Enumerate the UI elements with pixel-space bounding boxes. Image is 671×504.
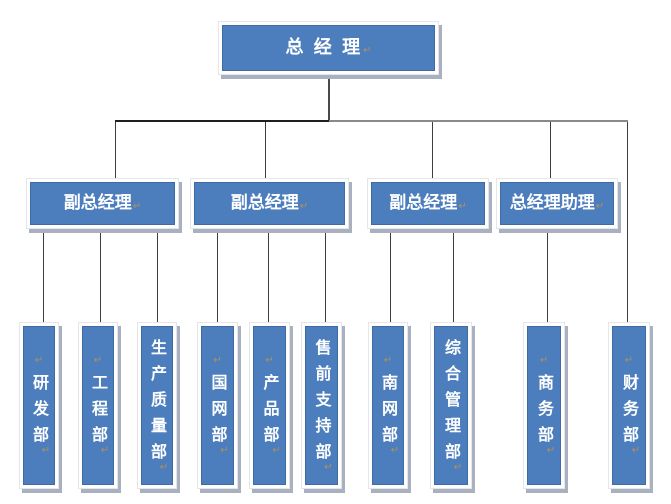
org-node-dept-rd[interactable]: ↵ 研发部 ↵ — [19, 322, 59, 489]
paragraph-mark-icon: ↵ — [363, 45, 372, 56]
connector-line — [550, 122, 551, 178]
org-node-fill: 综合管理部 ↵ — [434, 326, 468, 485]
org-node-dept-engineering[interactable]: ↵ 工程部 ↵ — [78, 322, 118, 489]
org-node-fill: ↵ 国网部 ↵ — [201, 326, 234, 485]
org-node-label: 国网部 — [208, 373, 228, 452]
org-node-label: 财务部 — [620, 373, 639, 452]
org-node-label: 产品部 — [260, 373, 280, 452]
org-node-fill: 生产质量部 ↵ — [141, 326, 173, 485]
paragraph-mark-icon: ↵ — [624, 354, 634, 366]
org-node-fill: 总 经 理 ↵ — [222, 25, 435, 71]
org-node-fill: 副总经理 ↵ — [194, 182, 345, 225]
org-node-fill: ↵ 财务部 ↵ — [612, 326, 646, 485]
paragraph-mark-icon: ↵ — [539, 354, 549, 366]
org-node-label: 总 经 理 — [285, 37, 363, 58]
org-node-fill: ↵ 商务部 ↵ — [527, 326, 561, 485]
org-node-dept-presales-support[interactable]: 售前支持部 ↵ — [301, 322, 342, 489]
connector-line — [329, 120, 628, 122]
paragraph-mark-icon: ↵ — [595, 200, 605, 212]
paragraph-mark-icon: ↵ — [383, 354, 393, 366]
connector-line — [328, 75, 330, 122]
org-node-label: 副总经理 — [389, 193, 458, 213]
connector-line — [217, 229, 218, 322]
org-node-fill: 售前支持部 ↵ — [305, 326, 338, 485]
paragraph-mark-icon: ↵ — [458, 200, 467, 212]
org-node-fill: ↵ 产品部 ↵ — [253, 326, 286, 485]
paragraph-mark-icon: ↵ — [132, 200, 142, 212]
paragraph-mark-icon: ↵ — [324, 461, 333, 473]
connector-line — [390, 229, 391, 322]
org-node-general-manager[interactable]: 总 经 理 ↵ — [218, 21, 439, 75]
paragraph-mark-icon: ↵ — [213, 354, 222, 366]
org-node-dept-business[interactable]: ↵ 商务部 ↵ — [523, 322, 565, 489]
paragraph-mark-icon: ↵ — [546, 444, 556, 456]
org-node-label: 副总经理 — [230, 193, 299, 213]
paragraph-mark-icon: ↵ — [41, 444, 51, 456]
org-node-dept-general-admin[interactable]: 综合管理部 ↵ — [430, 322, 472, 489]
org-node-label: 综合管理部 — [442, 338, 461, 469]
connector-line — [43, 229, 44, 322]
paragraph-mark-icon: ↵ — [220, 444, 229, 456]
org-node-dept-production-quality[interactable]: 生产质量部 ↵ — [137, 322, 177, 489]
paragraph-mark-icon: ↵ — [265, 354, 274, 366]
connector-line — [547, 229, 548, 322]
org-node-fill: ↵ 工程部 ↵ — [82, 326, 114, 485]
connector-line — [325, 229, 326, 322]
org-node-fill: ↵ 研发部 ↵ — [23, 326, 55, 485]
org-node-deputy-gm-1[interactable]: 副总经理 ↵ — [26, 178, 179, 229]
paragraph-mark-icon: ↵ — [272, 444, 281, 456]
org-node-fill: 副总经理 ↵ — [371, 182, 485, 225]
paragraph-mark-icon: ↵ — [631, 444, 641, 456]
paragraph-mark-icon: ↵ — [453, 461, 463, 473]
org-node-label: 生产质量部 — [148, 338, 167, 469]
org-node-dept-finance[interactable]: ↵ 财务部 ↵ — [608, 322, 650, 489]
connector-line — [115, 122, 116, 178]
org-node-dept-southern-grid[interactable]: ↵ 南网部 ↵ — [368, 322, 408, 489]
connector-line — [100, 229, 101, 322]
connector-line — [432, 122, 433, 178]
paragraph-mark-icon: ↵ — [100, 444, 110, 456]
paragraph-mark-icon: ↵ — [34, 354, 44, 366]
org-node-label: 工程部 — [89, 373, 108, 452]
org-node-fill: ↵ 南网部 ↵ — [372, 326, 404, 485]
org-node-dept-product[interactable]: ↵ 产品部 ↵ — [249, 322, 290, 489]
connector-line — [265, 122, 266, 178]
connector-line — [157, 229, 158, 322]
paragraph-mark-icon: ↵ — [159, 461, 169, 473]
connector-line — [627, 122, 628, 322]
org-node-label: 售前支持部 — [312, 338, 332, 469]
org-node-dept-state-grid[interactable]: ↵ 国网部 ↵ — [197, 322, 238, 489]
paragraph-mark-icon: ↵ — [299, 200, 309, 212]
org-node-deputy-gm-3[interactable]: 副总经理 ↵ — [367, 178, 489, 229]
org-node-label: 研发部 — [30, 373, 49, 452]
connector-line — [268, 229, 269, 322]
org-node-deputy-gm-2[interactable]: 副总经理 ↵ — [190, 178, 349, 229]
paragraph-mark-icon: ↵ — [390, 444, 400, 456]
org-node-label: 总经理助理 — [509, 193, 595, 213]
paragraph-mark-icon: ↵ — [93, 354, 103, 366]
org-node-label: 南网部 — [379, 373, 398, 452]
org-node-fill: 总经理助理 ↵ — [500, 182, 614, 225]
org-node-label: 商务部 — [535, 373, 554, 452]
connector-line — [115, 120, 329, 122]
org-node-gm-assistant[interactable]: 总经理助理 ↵ — [496, 178, 618, 229]
connector-line — [453, 229, 454, 322]
org-node-fill: 副总经理 ↵ — [30, 182, 175, 225]
org-node-label: 副总经理 — [63, 193, 132, 213]
